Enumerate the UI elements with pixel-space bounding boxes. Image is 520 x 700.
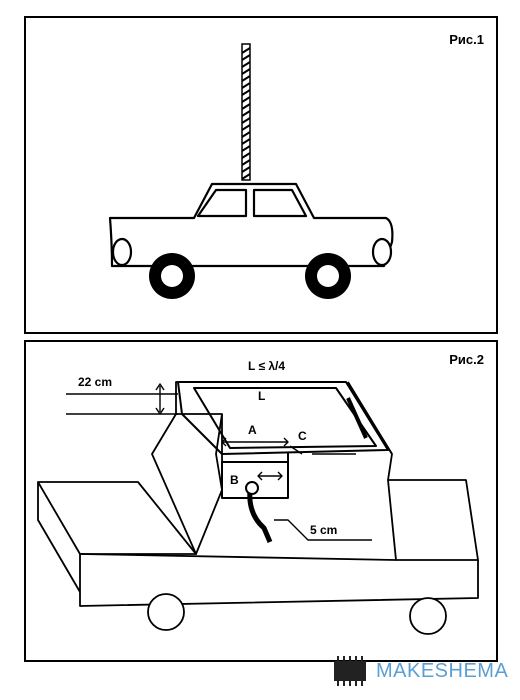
loop-antenna-illustration: 22 cm L ≤ λ/4 L A B C 5 cm	[37, 359, 479, 635]
loop-antenna-frame	[177, 381, 389, 499]
watermark-text: MAKESHEMA	[376, 660, 509, 682]
quarter-wave-label: L ≤ λ/4	[248, 359, 285, 373]
figure-2-panel: Рис.2	[24, 340, 498, 662]
figure-1-label: Рис.1	[449, 32, 484, 47]
length-label: L	[258, 389, 265, 403]
figure-2-label: Рис.2	[449, 352, 484, 367]
dimension-lines	[66, 383, 372, 541]
car-wheels	[149, 253, 351, 299]
car-body	[37, 381, 479, 607]
height-label: 22 cm	[78, 375, 112, 389]
makeshema-watermark: MAKESHEMA	[328, 654, 518, 688]
dimension-a-label: A	[248, 423, 257, 437]
whip-antenna	[241, 43, 251, 181]
figure-1-panel: Рис.1	[24, 16, 498, 334]
feed-cable	[245, 481, 273, 543]
car-body	[108, 182, 394, 268]
car-wheels	[147, 593, 447, 635]
dimension-b-label: B	[230, 473, 239, 487]
dimension-c-label: C	[298, 429, 307, 443]
car-antenna-illustration	[108, 43, 394, 299]
gap-label: 5 cm	[310, 523, 337, 537]
chip-icon	[334, 656, 366, 686]
